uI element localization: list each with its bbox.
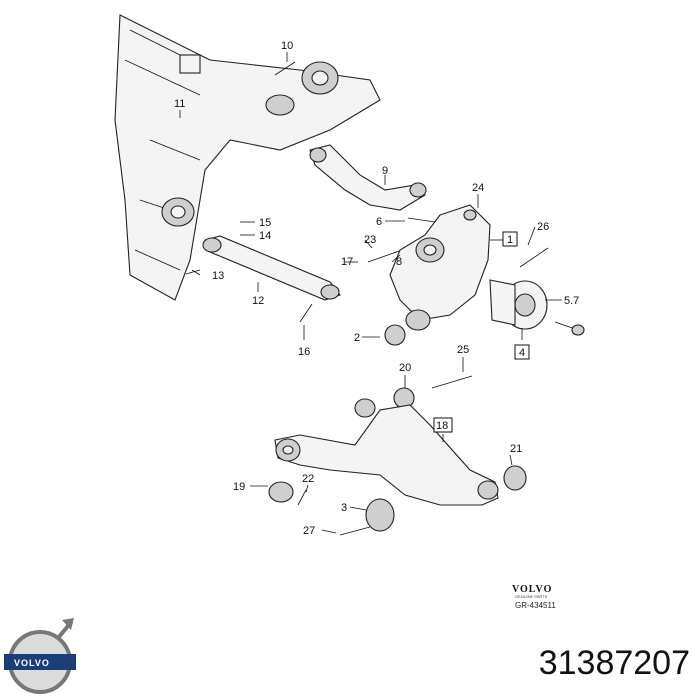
bushings — [268, 324, 527, 532]
callout-17: 17 — [341, 256, 353, 268]
upper-control-arm — [309, 144, 427, 211]
subframe — [114, 14, 381, 301]
callout-22: 22 — [302, 473, 314, 485]
callout-8: 8 — [396, 256, 402, 268]
leader-lines — [179, 52, 562, 534]
callout-5-7: 5.7 — [564, 295, 579, 307]
callout-9: 9 — [382, 165, 388, 177]
svg-text:VOLVO: VOLVO — [14, 658, 50, 668]
knuckle — [389, 204, 491, 331]
callout-4: 4 — [519, 347, 525, 359]
callout-2: 2 — [354, 332, 360, 344]
callout-6: 6 — [376, 216, 382, 228]
callout-24: 24 — [472, 182, 484, 194]
callout-3: 3 — [341, 502, 347, 514]
callout-20: 20 — [399, 362, 411, 374]
footer-subtitle: GENUINE PARTS — [515, 594, 548, 599]
callout-25: 25 — [457, 344, 469, 356]
volvo-logo: VOLVO — [4, 618, 76, 694]
callout-15: 15 — [259, 217, 271, 229]
part-number: 31387207 — [538, 644, 690, 682]
bolts — [185, 61, 549, 536]
callout-16: 16 — [298, 346, 310, 358]
footer-reference: GR-434511 — [515, 601, 556, 610]
callout-10: 10 — [281, 40, 293, 52]
callout-23: 23 — [364, 234, 376, 246]
callout-11: 11 — [174, 98, 185, 110]
callout-19: 19 — [233, 481, 245, 493]
lateral-link — [202, 235, 341, 301]
callouts: 10 11 9 24 6 15 14 23 1 26 17 8 13 12 5.… — [174, 40, 579, 537]
callout-27: 27 — [303, 525, 315, 537]
callout-13: 13 — [212, 270, 224, 282]
lower-control-arm — [274, 398, 499, 506]
callout-18: 18 — [436, 420, 448, 432]
footer-brand: VOLVO — [512, 584, 553, 595]
wheel-hub — [489, 279, 585, 336]
callout-26: 26 — [537, 221, 549, 233]
callout-14: 14 — [259, 230, 271, 242]
callout-12: 12 — [252, 295, 264, 307]
callout-1: 1 — [507, 234, 513, 246]
callout-21: 21 — [510, 443, 522, 455]
